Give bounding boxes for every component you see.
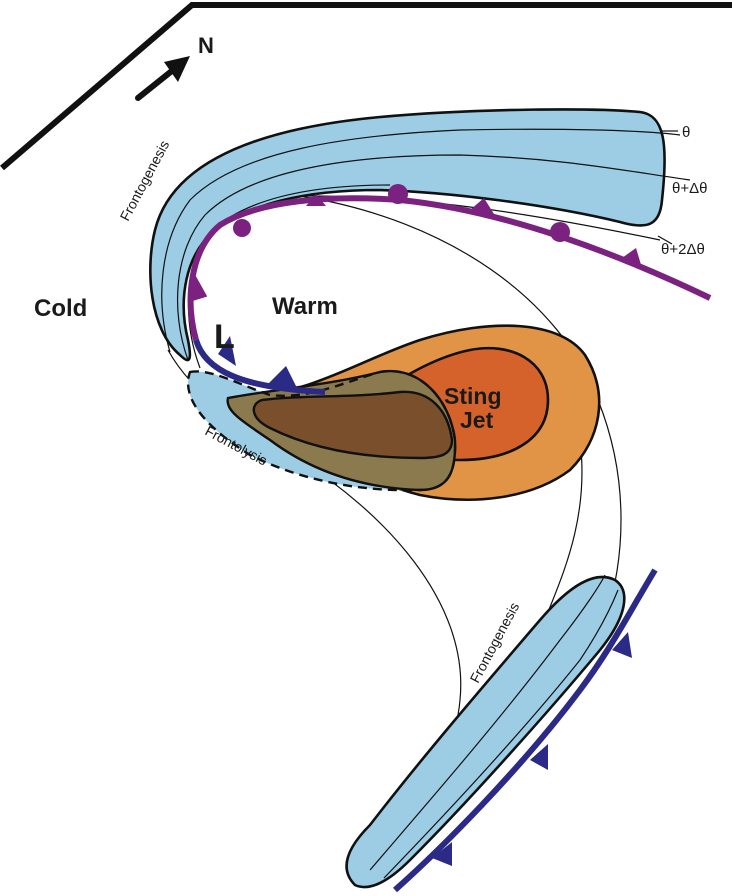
sting-jet-label-line1: Sting [444,383,502,409]
theta-label: θ [682,124,690,141]
north-arrow-icon [135,56,190,101]
theta-plus-2dtheta-label: θ+2Δθ [661,241,705,258]
cold-front-bottom [393,568,658,893]
cold-label: Cold [34,295,87,322]
theta-plus-dtheta-label: θ+Δθ [672,180,707,197]
overlap-core [252,390,454,460]
north-label: N [198,33,214,58]
warm-label: Warm [272,293,338,320]
domain-border [0,2,732,171]
low-pressure-label: L [214,318,235,356]
cold-front-near-low [193,336,326,395]
occluded-front [187,184,712,341]
frontal-zone-bottom [345,574,626,889]
sting-jet-label-line2: Jet [460,407,494,433]
